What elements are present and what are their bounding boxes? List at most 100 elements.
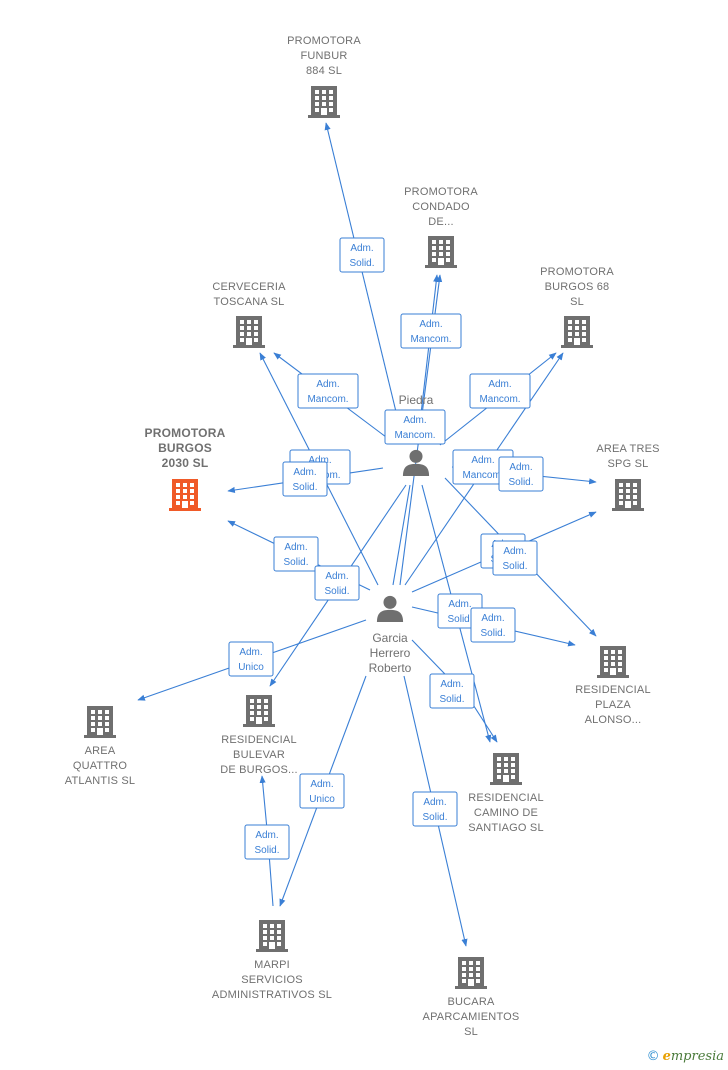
brand-initial: e xyxy=(662,1049,671,1064)
relation-label-r4[interactable]: Adm.Mancom. xyxy=(469,373,531,409)
relation-label-r11[interactable]: Adm. Solid. xyxy=(314,565,360,601)
relation-text: Adm. Mancom. xyxy=(394,415,435,441)
relation-box xyxy=(299,773,345,809)
relation-label-r5[interactable]: Adm. Mancom. xyxy=(384,409,446,445)
company-name-line: BURGOS 68 xyxy=(545,281,610,293)
relation-box xyxy=(282,461,328,497)
relation-text: Adm. Solid. xyxy=(502,546,527,572)
building-icon xyxy=(612,479,644,511)
relation-box xyxy=(498,456,544,492)
company-name-line: PROMOTORA xyxy=(287,35,361,47)
person-name: Piedra xyxy=(399,393,434,407)
company-name-line: APARCAMIENTOS xyxy=(423,1011,520,1023)
relation-label-r7[interactable]: Adm. Solid. xyxy=(282,461,328,497)
company-name-line: QUATTRO xyxy=(73,760,128,772)
relation-box xyxy=(412,791,458,827)
company-name-line: SL xyxy=(570,296,584,308)
building-icon xyxy=(308,86,340,118)
relation-text: Adm. Solid. xyxy=(283,542,308,568)
relation-label-r17[interactable]: Adm.Solid. xyxy=(429,673,475,709)
relation-text-line: Mancom. xyxy=(394,430,435,441)
relation-text-line: Adm. xyxy=(509,462,532,473)
relation-text: Adm.Solid. xyxy=(480,613,505,639)
building-icon xyxy=(169,479,201,511)
relation-text-line: Unico xyxy=(309,794,335,805)
relation-label-r20[interactable]: Adm.Solid. xyxy=(412,791,458,827)
relation-box xyxy=(429,673,475,709)
relation-label-r16[interactable]: Adm.Unico xyxy=(228,641,274,677)
relation-text: Adm.Solid. xyxy=(508,462,533,488)
relation-text: Adm.Solid. xyxy=(447,599,472,625)
relation-label-r19[interactable]: Adm.Solid. xyxy=(244,824,290,860)
company-name-line: SANTIAGO SL xyxy=(468,822,544,834)
building-icon xyxy=(561,316,593,348)
relation-box xyxy=(244,824,290,860)
building-icon xyxy=(256,920,288,952)
relation-label-r3[interactable]: Adm.Mancom. xyxy=(297,373,359,409)
relation-label-r15[interactable]: Adm.Solid. xyxy=(470,607,516,643)
relation-text-line: Mancom. xyxy=(307,394,348,405)
building-icon xyxy=(84,706,116,738)
relation-label-r18[interactable]: Adm. Unico xyxy=(299,773,345,809)
relation-text-line: Adm. xyxy=(284,542,307,553)
person-name-line: Herrero xyxy=(370,646,411,660)
building-icon xyxy=(597,646,629,678)
company-name-line: AREA xyxy=(85,745,116,757)
relation-label-r1[interactable]: Adm.Solid. xyxy=(339,237,385,273)
company-name-line: RESIDENCIAL xyxy=(468,792,544,804)
relation-text-line: Solid. xyxy=(283,557,308,568)
company-name-line: 2030 SL xyxy=(162,456,209,470)
building-icon xyxy=(233,316,265,348)
relation-text-line: Adm. xyxy=(293,467,316,478)
company-name-line: SPG SL xyxy=(608,458,649,470)
relation-label-r2[interactable]: Adm.Mancom. xyxy=(400,313,462,349)
relation-label-r9[interactable]: Adm.Solid. xyxy=(498,456,544,492)
relation-text-line: Adm. xyxy=(325,571,348,582)
relation-text: Adm.Mancom. xyxy=(479,379,520,405)
relation-box xyxy=(273,536,319,572)
company-name-line: BUCARA xyxy=(447,996,495,1008)
relation-text-line: Adm. xyxy=(503,546,526,557)
relation-box xyxy=(314,565,360,601)
relation-text-line: Adm. xyxy=(403,415,426,426)
edge-piedra-garcia xyxy=(392,484,411,586)
relation-text-line: Solid. xyxy=(292,482,317,493)
relation-text: Adm.Solid. xyxy=(439,679,464,705)
copyright-icon: © xyxy=(646,1049,660,1064)
relation-text: Adm. Unico xyxy=(309,779,335,805)
relation-text-line: Solid. xyxy=(502,561,527,572)
relation-text-line: Solid. xyxy=(480,628,505,639)
relation-text-line: Solid. xyxy=(324,586,349,597)
person-piedra[interactable]: Piedra xyxy=(399,393,434,476)
relation-box xyxy=(297,373,359,409)
relation-text-line: Adm. xyxy=(310,779,333,790)
company-name-line: BULEVAR xyxy=(233,749,285,761)
relation-text-line: Solid. xyxy=(254,845,279,856)
relation-label-r13[interactable]: Adm. Solid. xyxy=(492,540,538,576)
relation-text: Adm.Solid. xyxy=(422,797,447,823)
person-name-line: Roberto xyxy=(369,661,412,675)
relation-text-line: Adm. xyxy=(471,455,494,466)
building-icon xyxy=(455,957,487,989)
relation-label-r10[interactable]: Adm. Solid. xyxy=(273,536,319,572)
building-icon xyxy=(425,236,457,268)
